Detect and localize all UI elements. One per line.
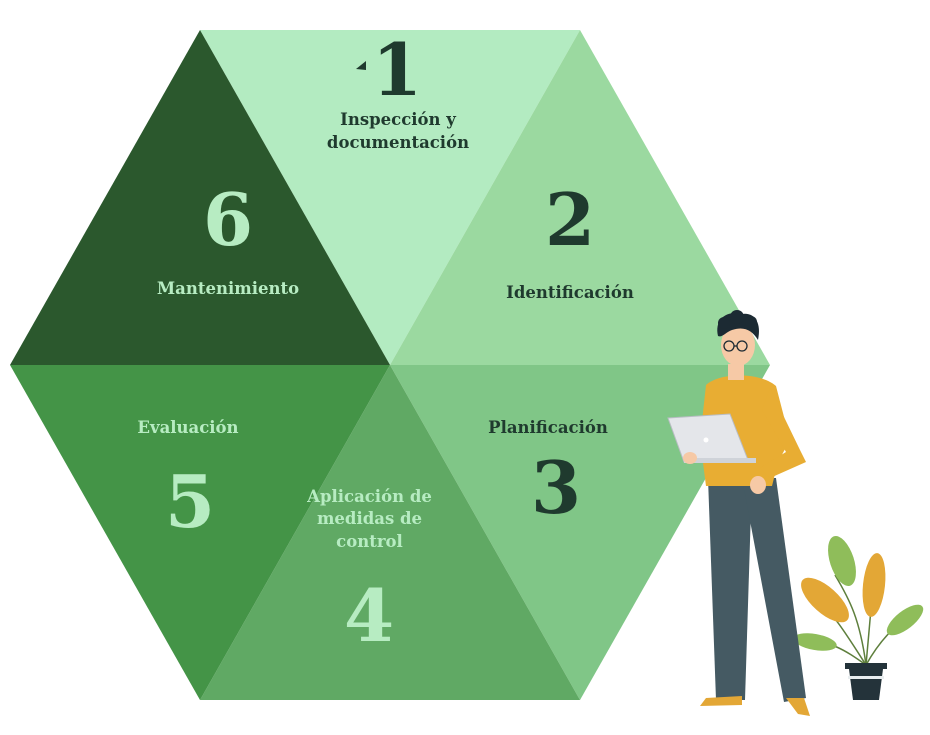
step-number-3: 3	[530, 445, 582, 530]
leaf-icon	[793, 633, 837, 651]
step-label-5: Evaluación	[137, 418, 239, 437]
leaf-icon	[862, 553, 886, 617]
step-number-6: 6	[202, 177, 254, 262]
leaf-icon	[801, 577, 849, 623]
person-head	[721, 324, 755, 366]
potted-plant	[793, 535, 924, 700]
leaf-icon	[886, 604, 924, 636]
step-number-2: 2	[544, 177, 596, 262]
person-illustration	[667, 310, 810, 716]
step-number-4: 4	[343, 573, 395, 658]
step-label-2: Identificación	[506, 283, 634, 302]
step-label-3: Planificación	[488, 418, 608, 437]
segment-6-triangle	[10, 30, 390, 365]
segment-2-triangle	[390, 30, 770, 365]
segment-5-triangle	[10, 365, 390, 700]
notch-mark-icon	[356, 61, 366, 70]
segment-1-triangle	[200, 30, 580, 365]
step-number-1: 1	[371, 27, 423, 112]
plant-pot	[845, 663, 887, 669]
segment-3-triangle	[390, 365, 770, 700]
segment-4-triangle	[200, 365, 580, 700]
step-number-5: 5	[164, 459, 216, 544]
step-label-1: Inspección y documentación	[326, 110, 470, 153]
step-label-4: Aplicación de medidas de control	[307, 487, 432, 551]
step-label-6: Mantenimiento	[156, 279, 300, 298]
leaf-icon	[828, 535, 856, 587]
